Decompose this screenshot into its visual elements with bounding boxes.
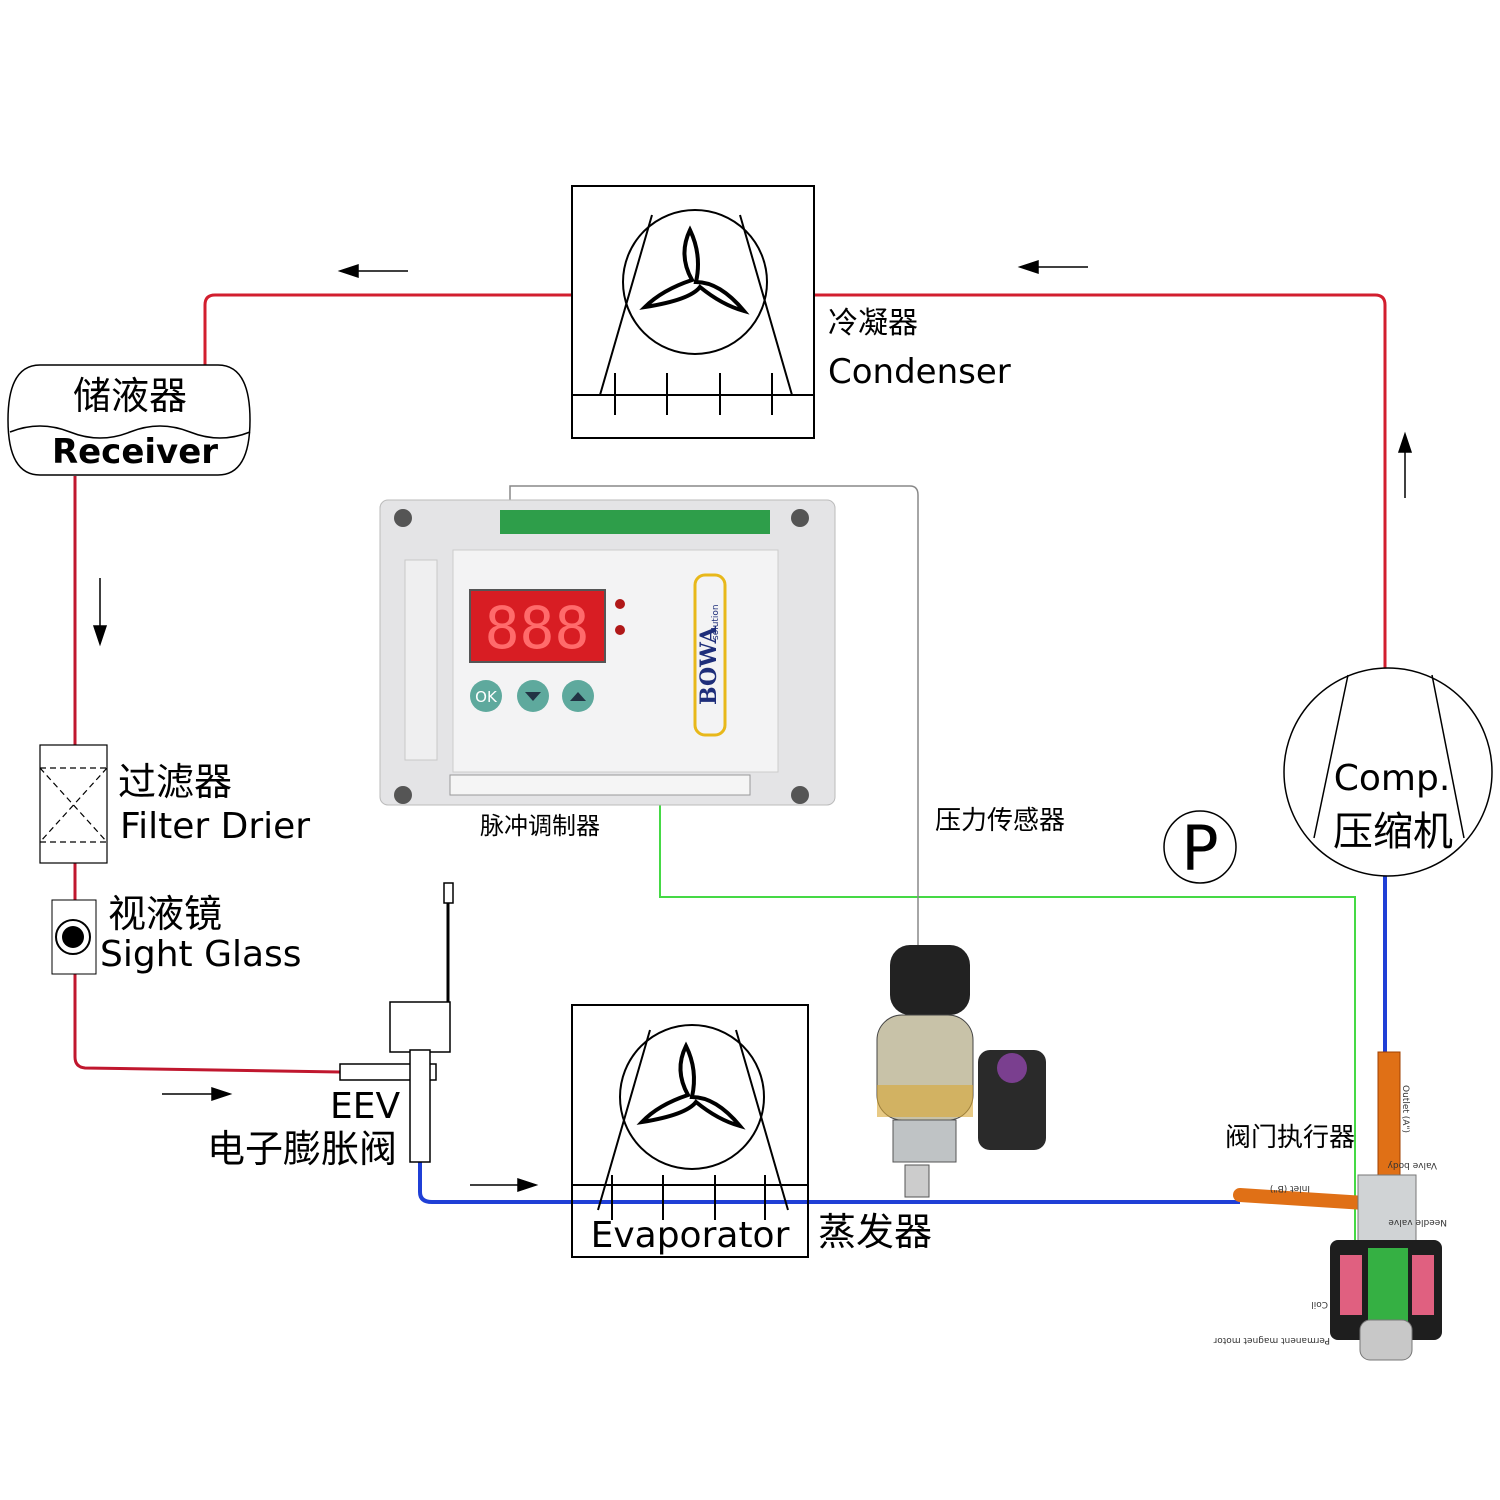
controller-device: 888 OK BOWA solution	[379, 499, 836, 806]
needle-label: Needle valve	[1388, 1217, 1447, 1227]
pressure-symbol-text: P	[1181, 812, 1218, 885]
outlet-label: Outlet (A")	[1400, 1085, 1410, 1133]
controller-ok-button[interactable]: OK	[470, 680, 502, 712]
pressure-symbol: P	[1163, 810, 1237, 885]
receiver-label-zh: 储液器	[73, 374, 187, 418]
inlet-label: Inlet (B")	[1270, 1183, 1310, 1193]
signal-wire-green	[624, 784, 1356, 1250]
evaporator	[571, 1004, 809, 1258]
coil-label: Coil	[1311, 1299, 1328, 1309]
svg-text:OK: OK	[475, 688, 498, 706]
motor-label: Permanent magnet motor	[1213, 1335, 1330, 1345]
eev-label-en: EEV	[330, 1086, 400, 1127]
receiver-label-en: Receiver	[52, 432, 218, 472]
evap-label-zh: 蒸发器	[818, 1210, 932, 1254]
actuator-label: 阀门执行器	[1225, 1123, 1355, 1153]
sight-label-en: Sight Glass	[100, 934, 302, 975]
pipe-receiver-to-eev	[73, 476, 341, 1074]
chevron-up-icon	[570, 692, 586, 701]
evap-label-en: Evaporator	[591, 1215, 790, 1256]
fan-icon	[639, 225, 750, 315]
comp-label-en: Comp.	[1334, 758, 1451, 799]
filter-label-en: Filter Drier	[120, 806, 310, 847]
comp-label-zh: 压缩机	[1333, 809, 1453, 855]
pressure-sensor-photo	[876, 945, 1046, 1198]
controller-label: 脉冲调制器	[480, 812, 600, 840]
sight-glass-icon	[62, 926, 84, 948]
fan-icon	[636, 1041, 746, 1130]
condenser-label-zh: 冷凝器	[828, 306, 918, 341]
filter-label-zh: 过滤器	[118, 760, 232, 804]
brand-logo: BOWA	[696, 626, 722, 705]
valve-actuator-photo: Outlet (A") Inlet (B") Valve body Needle…	[1213, 1051, 1447, 1361]
brand-sub: solution	[711, 604, 721, 640]
eev-label-zh: 电子膨胀阀	[207, 1127, 397, 1171]
sight-label-zh: 视液镜	[108, 892, 222, 936]
condenser	[571, 185, 815, 439]
sight-glass	[51, 899, 97, 975]
pipe-comp-to-condenser	[815, 293, 1387, 668]
sensor-label: 压力传感器	[935, 806, 1065, 836]
pipe-eev-to-actuator	[418, 1160, 1240, 1204]
sensor-wire	[509, 485, 919, 945]
chevron-down-icon	[525, 692, 541, 701]
condenser-label-en: Condenser	[828, 352, 1011, 392]
eev-valve	[339, 882, 454, 1163]
filter-drier	[39, 744, 108, 864]
compressor	[1283, 667, 1493, 877]
controller-display: 888	[485, 594, 590, 662]
valve-body-label: Valve body	[1387, 1160, 1437, 1170]
pipe-condenser-to-receiver	[203, 293, 572, 365]
receiver	[7, 364, 251, 476]
